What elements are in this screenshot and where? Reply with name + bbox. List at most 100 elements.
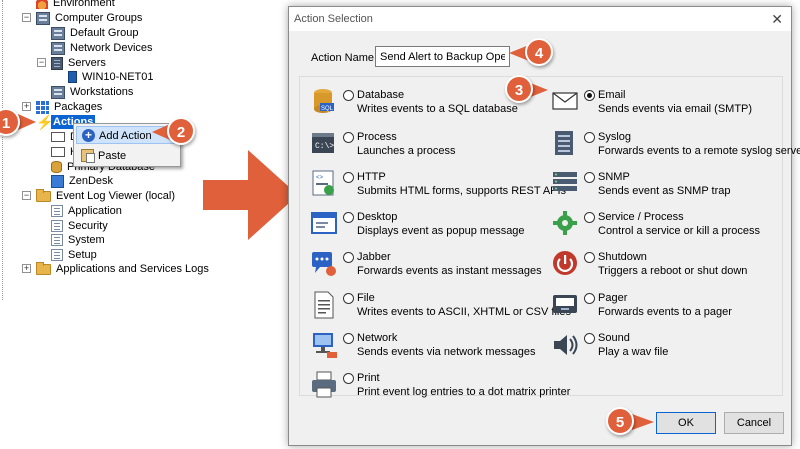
tree-item-zendesk[interactable]: ZenDesk [51, 174, 115, 188]
radio-sound[interactable] [584, 333, 595, 344]
tree-item-default-group[interactable]: Default Group [51, 26, 140, 40]
collapse-toggle[interactable]: − [22, 190, 31, 200]
tree-item-application[interactable]: Application [51, 204, 124, 218]
option-print[interactable]: Print Print event log entries to a dot m… [310, 370, 570, 406]
callout-1-pointer [18, 114, 36, 130]
option-shutdown[interactable]: Shutdown Triggers a reboot or shut down [551, 249, 781, 285]
callout-2-pointer [152, 124, 170, 140]
radio-syslog[interactable] [584, 132, 595, 143]
option-file[interactable]: File Writes events to ASCII, XHTML or CS… [310, 290, 571, 326]
tree-item-apps-services-logs[interactable]: Applications and Services Logs [36, 261, 211, 276]
tree-item-packages[interactable]: Packages [36, 100, 104, 114]
option-jabber[interactable]: Jabber Forwards events as instant messag… [310, 249, 542, 285]
mail-icon [51, 132, 65, 142]
option-description: Sends events via network messages [357, 346, 536, 358]
radio-pager[interactable] [584, 293, 595, 304]
syslog-icon [555, 131, 573, 155]
tree-item-label: Security [68, 220, 108, 232]
tree-item-network-devices[interactable]: Network Devices [51, 41, 155, 55]
menu-item-paste[interactable]: Paste [76, 147, 178, 165]
svg-text:SQL: SQL [321, 106, 334, 112]
radio-database[interactable] [343, 90, 354, 101]
option-title: Desktop [357, 211, 398, 223]
folder-icon [36, 188, 51, 202]
radio-email[interactable] [584, 90, 595, 101]
option-title: File [357, 292, 375, 304]
radio-desktop[interactable] [343, 212, 354, 223]
option-description: Displays event as popup message [357, 225, 525, 237]
radio-print[interactable] [343, 373, 354, 384]
cancel-button[interactable]: Cancel [724, 412, 784, 434]
packages-icon [36, 100, 49, 114]
option-title: Database [357, 89, 405, 101]
option-snmp[interactable]: SNMP Sends event as SNMP trap [551, 169, 781, 205]
ok-button[interactable]: OK [656, 412, 716, 434]
mail-icon [51, 147, 65, 157]
radio-jabber[interactable] [343, 252, 354, 263]
collapse-toggle[interactable]: − [37, 57, 46, 67]
callout-3-pointer [528, 82, 548, 98]
expand-toggle[interactable]: + [22, 101, 31, 111]
context-menu: + Add Action Paste [73, 123, 181, 167]
option-description: Control a service or kill a process [598, 225, 761, 237]
computer-groups-icon [36, 11, 50, 25]
tree-item-label: Application [68, 205, 122, 217]
option-email[interactable]: Email Sends events via email (SMTP) [551, 87, 781, 123]
action-selection-dialog: Action Selection ✕ Action Name: SQL Data… [288, 6, 800, 446]
tree-item-setup[interactable]: Setup [51, 248, 99, 262]
workstations-icon [51, 85, 65, 99]
radio-snmp[interactable] [584, 172, 595, 183]
option-desktop[interactable]: Desktop Displays event as popup message [310, 209, 540, 245]
collapse-toggle[interactable]: − [22, 12, 31, 22]
option-syslog[interactable]: Syslog Forwards events to a remote syslo… [551, 129, 800, 165]
option-network[interactable]: Network Sends events via network message… [310, 330, 540, 366]
action-type-group: SQL Database Writes events to a SQL data… [299, 76, 800, 398]
tree-item-environment[interactable]: Environment [36, 0, 117, 10]
radio-network[interactable] [343, 333, 354, 344]
radio-service-process[interactable] [584, 212, 595, 223]
option-description: Play a wav file [598, 346, 669, 358]
close-icon[interactable]: ✕ [771, 11, 783, 27]
option-title: Sound [598, 332, 630, 344]
tree-item-system[interactable]: System [51, 233, 107, 247]
option-description: Print event log entries to a dot matrix … [357, 386, 571, 398]
tree-item-label: Computer Groups [55, 12, 143, 24]
tree-item-servers[interactable]: Servers [51, 56, 108, 70]
option-description: Forwards events as instant messages [357, 265, 542, 277]
sound-icon [554, 335, 578, 355]
option-description: Writes events to ASCII, XHTML or CSV fil… [357, 306, 571, 318]
action-name-input[interactable] [375, 46, 510, 67]
radio-file[interactable] [343, 293, 354, 304]
menu-item-label: Paste [98, 150, 127, 162]
tree-item-label: ZenDesk [69, 175, 114, 187]
option-http[interactable]: <> HTTP Submits HTML forms, supports RES… [310, 169, 566, 205]
folder-icon [36, 261, 51, 275]
tree-item-computer-groups[interactable]: Computer Groups [36, 11, 144, 25]
database-icon [51, 161, 62, 173]
radio-shutdown[interactable] [584, 252, 595, 263]
lightning-icon: ⚡ [36, 114, 54, 130]
option-description: Launches a process [357, 145, 456, 157]
option-title: Process [357, 131, 397, 143]
option-pager[interactable]: Pager Forwards events to a pager [551, 290, 781, 326]
menu-item-add-action[interactable]: + Add Action [76, 126, 178, 144]
radio-process[interactable] [343, 132, 354, 143]
tree-item-event-log-viewer[interactable]: Event Log Viewer (local) [36, 188, 177, 203]
expand-toggle[interactable]: + [22, 263, 31, 273]
tree-item-label: Environment [53, 0, 115, 9]
option-description: Submits HTML forms, supports REST APIs [357, 185, 567, 197]
option-service-process[interactable]: Service / Process Control a service or k… [551, 209, 781, 245]
callout-3: 3 [505, 75, 533, 103]
option-sound[interactable]: Sound Play a wav file [551, 330, 781, 366]
option-database[interactable]: SQL Database Writes events to a SQL data… [310, 87, 540, 123]
tree-item-security[interactable]: Security [51, 219, 110, 233]
option-process[interactable]: C:\> Process Launches a process [310, 129, 540, 165]
tree-item-workstations[interactable]: Workstations [51, 85, 135, 99]
option-title: SNMP [598, 171, 630, 183]
callout-1: 1 [0, 108, 20, 136]
network-icon [313, 333, 337, 358]
tree-item-win10[interactable]: WIN10-NET01 [68, 70, 156, 84]
svg-text:<>: <> [316, 175, 324, 181]
radio-http[interactable] [343, 172, 354, 183]
group-icon [51, 26, 65, 40]
